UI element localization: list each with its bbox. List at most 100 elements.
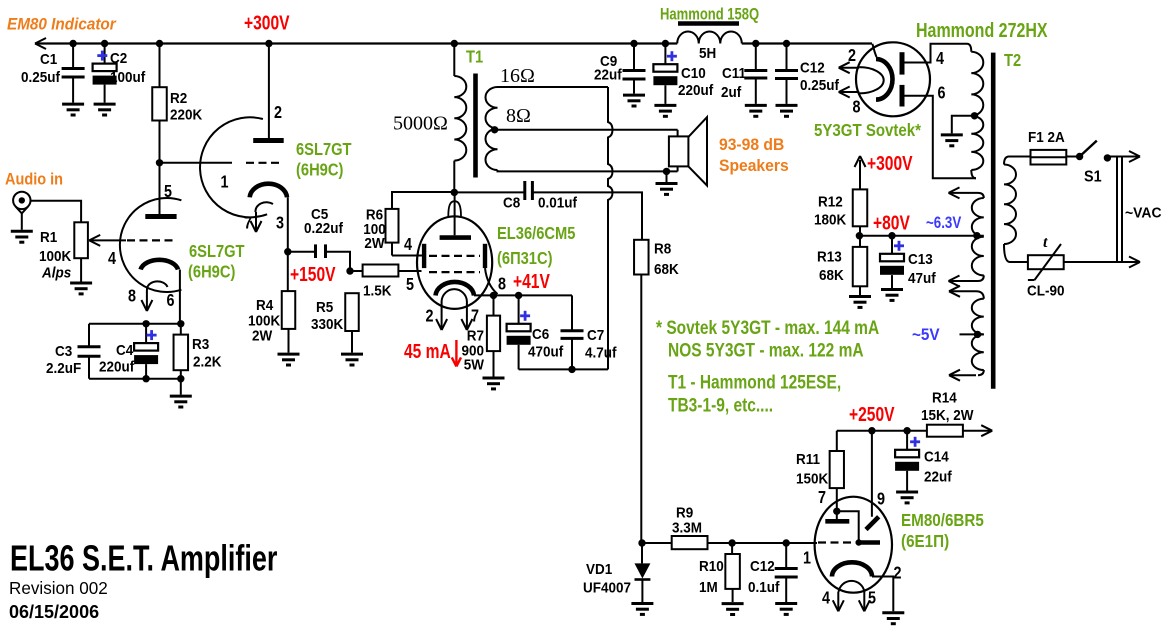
svg-text:C5: C5 bbox=[311, 206, 328, 223]
svg-text:45 mA: 45 mA bbox=[404, 340, 451, 362]
svg-text:Hammond 272HX: Hammond 272HX bbox=[916, 19, 1048, 41]
svg-text:6SL7GT: 6SL7GT bbox=[189, 242, 245, 261]
svg-text:2.2uF: 2.2uF bbox=[46, 360, 82, 377]
svg-text:5000Ω: 5000Ω bbox=[393, 113, 448, 135]
svg-text:C3: C3 bbox=[55, 343, 72, 360]
svg-text:F1 2A: F1 2A bbox=[1028, 129, 1065, 146]
svg-text:EM80/6BR5: EM80/6BR5 bbox=[901, 511, 984, 530]
svg-text:C2: C2 bbox=[110, 50, 127, 67]
svg-text:1: 1 bbox=[803, 548, 811, 568]
svg-text:Alps: Alps bbox=[41, 264, 71, 281]
svg-text:22uf: 22uf bbox=[924, 468, 952, 485]
svg-text:t: t bbox=[1043, 234, 1048, 251]
svg-text:9: 9 bbox=[877, 489, 885, 509]
svg-text:7: 7 bbox=[244, 213, 252, 233]
svg-text:C7: C7 bbox=[587, 327, 604, 344]
svg-text:4: 4 bbox=[404, 235, 412, 255]
svg-text:~5V: ~5V bbox=[912, 325, 940, 344]
svg-text:68K: 68K bbox=[654, 261, 679, 278]
svg-text:(6Е1П): (6Е1П) bbox=[901, 532, 949, 551]
svg-text:2W: 2W bbox=[252, 327, 273, 344]
svg-text:Revision 002: Revision 002 bbox=[9, 578, 108, 599]
svg-text:2uf: 2uf bbox=[721, 84, 742, 101]
svg-text:2.2K: 2.2K bbox=[193, 353, 221, 370]
svg-text:5H: 5H bbox=[699, 45, 716, 62]
svg-text:R8: R8 bbox=[654, 240, 671, 257]
svg-text:2W: 2W bbox=[364, 235, 385, 252]
svg-text:EL36/6CM5: EL36/6CM5 bbox=[497, 224, 575, 243]
svg-text:0.25uf: 0.25uf bbox=[800, 77, 839, 94]
svg-text:EL36 S.E.T. Amplifier: EL36 S.E.T. Amplifier bbox=[10, 538, 277, 579]
svg-text:8Ω: 8Ω bbox=[506, 105, 531, 127]
svg-text:16Ω: 16Ω bbox=[500, 65, 535, 87]
svg-text:470uf: 470uf bbox=[528, 343, 564, 360]
svg-text:NOS 5Y3GT - max. 122 mA: NOS 5Y3GT - max. 122 mA bbox=[668, 339, 864, 361]
svg-text:+150V: +150V bbox=[290, 263, 336, 285]
svg-text:5: 5 bbox=[406, 275, 414, 295]
svg-text:1.5K: 1.5K bbox=[363, 282, 391, 299]
svg-text:4: 4 bbox=[822, 588, 830, 608]
svg-text:2: 2 bbox=[274, 103, 282, 123]
svg-text:+300V: +300V bbox=[867, 152, 913, 174]
svg-text:Audio in: Audio in bbox=[5, 171, 63, 189]
svg-text:R12: R12 bbox=[818, 193, 843, 210]
svg-text:220uf: 220uf bbox=[99, 358, 135, 375]
svg-text:8: 8 bbox=[128, 286, 136, 306]
svg-text:93-98 dB: 93-98 dB bbox=[719, 136, 784, 154]
svg-text:C11: C11 bbox=[722, 65, 746, 82]
svg-text:1: 1 bbox=[221, 172, 229, 192]
svg-text:~VAC: ~VAC bbox=[1125, 205, 1162, 222]
svg-text:C6: C6 bbox=[532, 326, 549, 343]
svg-text:2: 2 bbox=[426, 306, 434, 326]
svg-text:6SL7GT: 6SL7GT bbox=[296, 140, 352, 159]
svg-text:C13: C13 bbox=[908, 251, 933, 268]
svg-text:+80V: +80V bbox=[873, 212, 910, 234]
svg-text:TB3-1-9, etc....: TB3-1-9, etc.... bbox=[668, 394, 773, 416]
svg-text:C9: C9 bbox=[600, 53, 617, 70]
svg-text:R7: R7 bbox=[467, 327, 484, 344]
svg-text:0.1uf: 0.1uf bbox=[748, 579, 780, 596]
svg-text:100K: 100K bbox=[39, 248, 71, 265]
svg-text:8: 8 bbox=[853, 97, 861, 117]
svg-text:C4: C4 bbox=[116, 342, 133, 359]
svg-text:Hammond 158Q: Hammond 158Q bbox=[660, 6, 759, 24]
svg-text:7: 7 bbox=[471, 306, 479, 326]
svg-text:C14: C14 bbox=[924, 448, 949, 465]
svg-text:4.7uf: 4.7uf bbox=[585, 344, 617, 361]
svg-text:330K: 330K bbox=[311, 316, 343, 333]
svg-text:Speakers: Speakers bbox=[719, 157, 789, 175]
svg-text:R3: R3 bbox=[192, 336, 209, 353]
svg-text:3.3M: 3.3M bbox=[672, 519, 702, 536]
svg-text:5W: 5W bbox=[464, 356, 485, 373]
svg-text:+300V: +300V bbox=[244, 12, 290, 34]
svg-text:8: 8 bbox=[498, 274, 506, 294]
svg-text:R4: R4 bbox=[256, 297, 273, 314]
svg-text:47uf: 47uf bbox=[908, 270, 936, 287]
svg-text:+250V: +250V bbox=[849, 403, 895, 425]
svg-text:C10: C10 bbox=[681, 65, 706, 82]
svg-text:0.22uf: 0.22uf bbox=[304, 220, 343, 237]
svg-text:R2: R2 bbox=[170, 90, 187, 107]
svg-text:4: 4 bbox=[936, 49, 944, 69]
svg-text:2: 2 bbox=[894, 563, 902, 583]
svg-text:T2: T2 bbox=[1004, 51, 1021, 70]
svg-text:6: 6 bbox=[167, 291, 175, 311]
svg-text:R11: R11 bbox=[796, 451, 820, 468]
svg-text:1M: 1M bbox=[699, 579, 718, 596]
svg-text:T1 - Hammond 125ESE,: T1 - Hammond 125ESE, bbox=[668, 371, 841, 393]
svg-text:900: 900 bbox=[462, 342, 485, 359]
svg-text:T1: T1 bbox=[466, 47, 483, 66]
svg-text:68K: 68K bbox=[819, 267, 844, 284]
svg-text:R9: R9 bbox=[676, 504, 693, 521]
svg-text:CL-90: CL-90 bbox=[1027, 282, 1065, 299]
svg-text:R10: R10 bbox=[699, 558, 724, 575]
svg-text:C8: C8 bbox=[503, 194, 520, 211]
svg-text:R1: R1 bbox=[40, 229, 57, 246]
svg-text:+41V: +41V bbox=[513, 270, 550, 292]
svg-text:4: 4 bbox=[108, 249, 116, 269]
svg-text:100: 100 bbox=[363, 221, 386, 238]
svg-text:06/15/2006: 06/15/2006 bbox=[9, 602, 99, 622]
svg-text:0.01uf: 0.01uf bbox=[538, 194, 577, 211]
svg-text:100uf: 100uf bbox=[110, 69, 146, 86]
svg-text:7: 7 bbox=[818, 488, 826, 508]
